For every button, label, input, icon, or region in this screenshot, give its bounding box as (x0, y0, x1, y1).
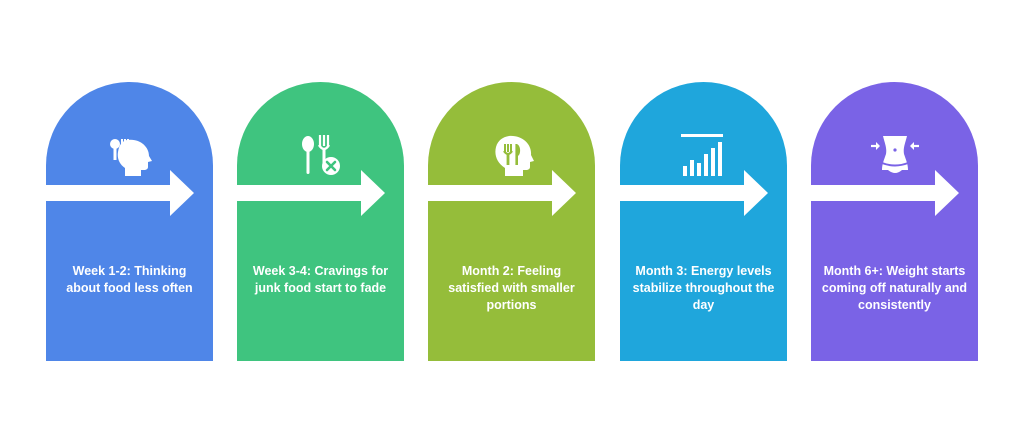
arrow-icon (428, 170, 576, 216)
arrow-icon (46, 170, 194, 216)
step-card-3: Month 2: Feeling satisfied with smaller … (428, 82, 595, 361)
step-label-3: Month 2: Feeling satisfied with smaller … (448, 264, 575, 312)
utensils-cancel-icon (296, 130, 346, 180)
arrow-icon (620, 170, 768, 216)
head-with-utensils-icon (105, 130, 155, 180)
arrow-icon (237, 170, 385, 216)
arrow-icon (811, 170, 959, 216)
step-card-5: Month 6+: Weight starts coming off natur… (811, 82, 978, 361)
step-label-4: Month 3: Energy levels stabilize through… (632, 264, 775, 312)
rising-bars-icon (679, 130, 729, 180)
step-card-1: Week 1-2: Thinking about food less often (46, 82, 213, 361)
head-with-fork-knife-icon (487, 130, 537, 180)
slim-waist-icon (870, 130, 920, 180)
step-label-2: Week 3-4: Cravings for junk food start t… (252, 264, 389, 295)
step-label-5: Month 6+: Weight starts coming off natur… (821, 264, 968, 312)
step-card-4: Month 3: Energy levels stabilize through… (620, 82, 787, 361)
step-label-1: Week 1-2: Thinking about food less often (66, 264, 193, 295)
step-card-2: Week 3-4: Cravings for junk food start t… (237, 82, 404, 361)
